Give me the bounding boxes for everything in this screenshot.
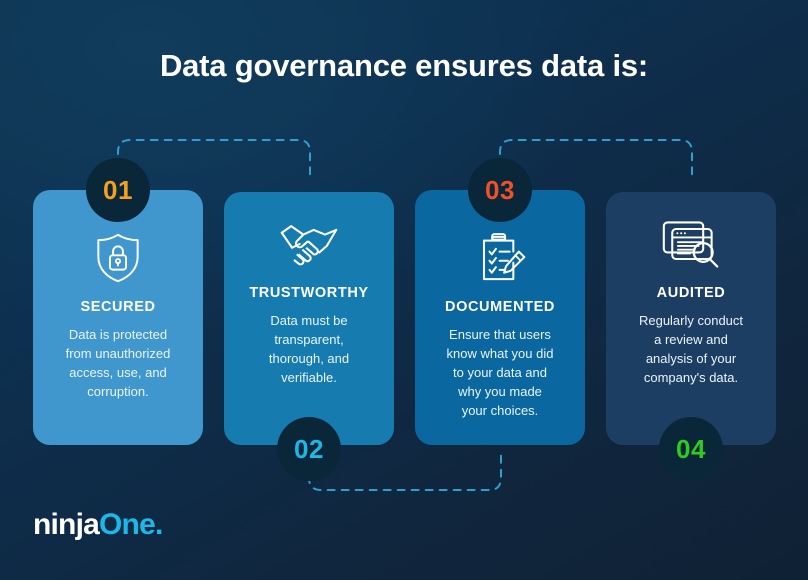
logo-text-ninja: ninja — [33, 508, 100, 541]
windows-magnifier-icon — [662, 221, 719, 268]
card-documented: DOCUMENTED Ensure that users know what y… — [415, 190, 585, 445]
step-number-label: 02 — [294, 433, 324, 464]
step-number-03: 03 — [468, 158, 532, 222]
connector-top-left — [117, 139, 311, 176]
connector-top-right — [499, 139, 693, 176]
handshake-icon — [280, 225, 338, 266]
card-secured: SECURED Data is protected from unauthori… — [33, 190, 203, 445]
card-body: Data must be transparent, thorough, and … — [268, 313, 350, 385]
card-body: Ensure that users know what you did to y… — [446, 327, 554, 418]
step-number-label: 01 — [103, 174, 133, 205]
card-title: SECURED — [80, 299, 156, 315]
step-number-label: 04 — [676, 433, 706, 464]
card-body: Regularly conduct a review and analysis … — [638, 313, 744, 385]
shield-lock-icon — [97, 233, 139, 283]
step-number-label: 03 — [485, 174, 515, 205]
logo-dot: . — [154, 508, 163, 541]
step-number-01: 01 — [86, 158, 150, 222]
card-title: DOCUMENTED — [445, 299, 555, 315]
card-trustworthy: TRUSTWORTHY Data must be transparent, th… — [224, 192, 394, 445]
clipboard-checklist-pencil-icon — [482, 233, 525, 281]
logo-text-one: One — [99, 508, 156, 541]
step-number-04: 04 — [659, 417, 723, 481]
card-title: TRUSTWORTHY — [249, 285, 369, 301]
card-audited: AUDITED Regularly conduct a review and a… — [606, 192, 776, 445]
card-body: Data is protected from unauthorized acce… — [65, 327, 171, 399]
page-title: Data governance ensures data is: — [159, 48, 649, 83]
ninjaone-logo: ninjaOne. — [33, 508, 163, 542]
step-number-02: 02 — [277, 417, 341, 481]
card-title: AUDITED — [656, 285, 726, 301]
